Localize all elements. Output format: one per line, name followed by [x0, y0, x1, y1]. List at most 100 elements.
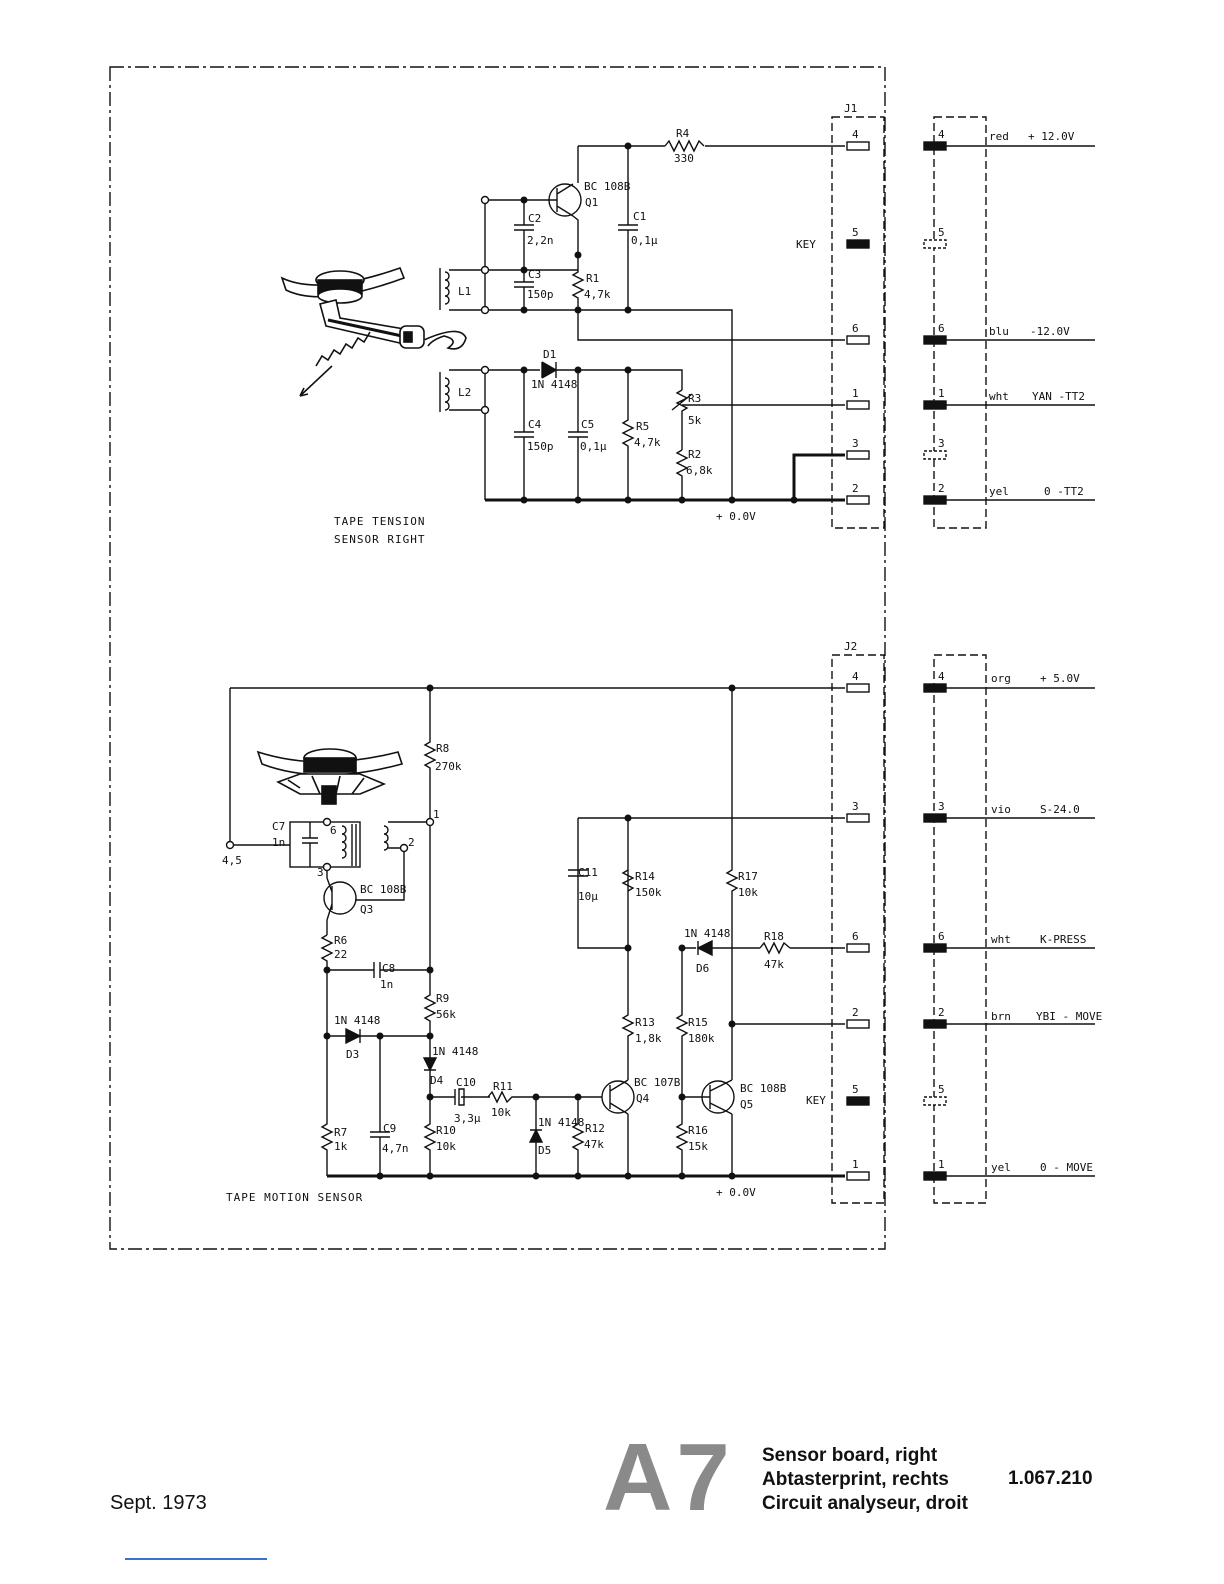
tape-tension-mechanism: [280, 266, 467, 397]
pin-number: 6: [938, 322, 945, 335]
pin-number: 5: [938, 226, 945, 239]
section-title: SENSOR RIGHT: [334, 533, 425, 546]
signal-name: S-24.0: [1040, 803, 1080, 816]
label: C2: [528, 212, 541, 225]
resistor-r9: [423, 970, 437, 1036]
label: C8: [382, 962, 395, 975]
label: C5: [581, 418, 594, 431]
label: 47k: [764, 958, 784, 971]
resistor-r18: [759, 941, 791, 955]
ground-label: + 0.0V: [716, 510, 756, 523]
label: 1N 4148: [432, 1045, 478, 1058]
pin-number: 3: [852, 437, 859, 450]
label: 150k: [635, 886, 662, 899]
wire-color: wht: [989, 390, 1009, 403]
label: R6: [334, 934, 347, 947]
wire-color: wht: [991, 933, 1011, 946]
label: Q3: [360, 903, 373, 916]
j2-pins: [846, 683, 947, 1181]
document-number: 1.067.210: [1008, 1468, 1093, 1489]
label: C10: [456, 1076, 476, 1089]
label: R7: [334, 1126, 347, 1139]
label: L1: [458, 285, 471, 298]
tape-motion-mechanism: [256, 748, 404, 805]
coil-l1: [439, 268, 450, 310]
connector-j2: [831, 654, 885, 1204]
label: C1: [633, 210, 646, 223]
label: 1N 4148: [334, 1014, 380, 1027]
signal-name: YAN -TT2: [1032, 390, 1085, 403]
label: R13: [635, 1016, 655, 1029]
sheet-code: A7: [603, 1424, 734, 1531]
pin-number: 2: [938, 1006, 945, 1019]
label: 1N 4148: [531, 378, 577, 391]
label: 47k: [584, 1138, 604, 1151]
label: R1: [586, 272, 599, 285]
label: 2,2n: [527, 234, 554, 247]
label: D4: [430, 1074, 444, 1087]
wire-color: blu: [989, 325, 1009, 338]
label: R10: [436, 1124, 456, 1137]
diode-d3: [345, 1027, 362, 1045]
label: 10k: [491, 1106, 511, 1119]
label: 4,7n: [382, 1142, 409, 1155]
date: Sept. 1973: [110, 1492, 207, 1514]
label: 330: [674, 152, 694, 165]
pin-number: 2: [938, 482, 945, 495]
label: D3: [346, 1048, 359, 1061]
wire-color: org: [991, 672, 1011, 685]
label: 56k: [436, 1008, 456, 1021]
label: R9: [436, 992, 449, 1005]
label: D6: [696, 962, 709, 975]
label: Q1: [585, 196, 598, 209]
key-label: KEY: [796, 238, 816, 251]
resistor-r5: [621, 370, 635, 500]
resistor-r4: [664, 139, 705, 153]
pin-number: 4: [852, 670, 859, 683]
resistor-r16: [675, 1097, 689, 1176]
label: 10k: [738, 886, 758, 899]
pin-number: 6: [852, 930, 859, 943]
label: 5k: [688, 414, 702, 427]
pin-number: 2: [852, 482, 859, 495]
wire-color: brn: [991, 1010, 1011, 1023]
label: R12: [585, 1122, 605, 1135]
label: 4,7k: [634, 436, 661, 449]
label: 270k: [435, 760, 462, 773]
pin-number: 1: [852, 387, 859, 400]
label: 2: [408, 836, 415, 849]
signal-name: + 12.0V: [1028, 130, 1075, 143]
pin-number: 2: [852, 1006, 859, 1019]
resistor-r11: [487, 1090, 602, 1104]
resistor-r17: [725, 688, 845, 1025]
signal-name: + 5.0V: [1040, 672, 1080, 685]
coil-l2: [439, 372, 450, 412]
pin-number: 5: [852, 226, 859, 239]
label: BC 107B: [634, 1076, 681, 1089]
section-title: TAPE TENSION: [334, 515, 425, 528]
label: Q5: [740, 1098, 753, 1111]
pin-number: 4: [852, 128, 859, 141]
label: R5: [636, 420, 649, 433]
resistor-r7: [320, 1036, 334, 1176]
resistor-r13: [621, 948, 635, 1040]
section-title: TAPE MOTION SENSOR: [226, 1191, 363, 1204]
diode-d1: [541, 361, 558, 379]
connector-j1: [831, 116, 885, 529]
label: R11: [493, 1080, 513, 1093]
pin-number: 4: [938, 670, 945, 683]
resistor-r6: [320, 934, 334, 970]
j1-pins: [846, 141, 947, 505]
signal-name: 0 - MOVE: [1040, 1161, 1093, 1174]
pin-number: 5: [852, 1083, 859, 1096]
label: L2: [458, 386, 471, 399]
resistor-r8: [423, 688, 437, 822]
transistor-q4: [601, 1080, 635, 1114]
label: 6: [330, 824, 337, 837]
pin-number: 6: [938, 930, 945, 943]
pin-number: 5: [938, 1083, 945, 1096]
label: 1,8k: [635, 1032, 662, 1045]
title-english: Sensor board, right: [762, 1445, 938, 1466]
ground-label: + 0.0V: [716, 1186, 756, 1199]
connector-label: J2: [844, 640, 857, 653]
